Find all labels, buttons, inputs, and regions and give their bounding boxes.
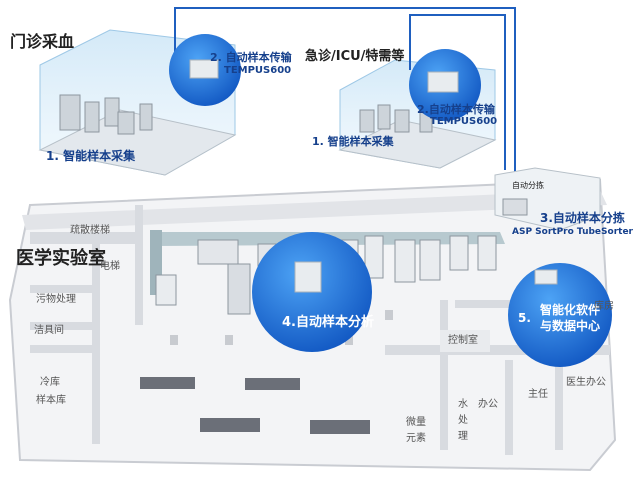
outpatient-transport-model: TEMPUS600 — [224, 66, 291, 76]
room-elevator: 电梯 — [100, 262, 120, 272]
emergency-title: 急诊/ICU/特需等 — [305, 50, 404, 63]
outpatient-transport-label: 2. 自动样本传输 — [210, 52, 292, 63]
room-warehouse: 库房 — [594, 302, 614, 312]
room-control: 控制室 — [448, 336, 478, 346]
emergency-transport-model: TEMPUS600 — [430, 117, 497, 127]
room-trace-2: 元素 — [406, 434, 426, 444]
sorting-model: ASP SortPro TubeSorter — [512, 228, 633, 237]
outpatient-collect-label: 1. 智能样本采集 — [46, 150, 135, 162]
room-trace: 微量 — [406, 418, 426, 428]
room-water: 水 — [458, 400, 468, 410]
software-label-2: 与数据中心 — [540, 320, 600, 332]
outpatient-title: 门诊采血 — [10, 34, 74, 50]
emergency-collect-label: 1. 智能样本采集 — [312, 136, 394, 147]
room-doctor: 医生办公 — [566, 378, 606, 388]
room-clean: 洁具间 — [34, 326, 64, 336]
software-label-1: 智能化软件 — [540, 304, 600, 316]
tempus-device — [428, 72, 458, 92]
sorter-tag: 自动分拣 — [512, 182, 544, 190]
emergency-transport-label: 2.自动样本传输 — [417, 104, 495, 115]
lab-bench — [245, 378, 300, 390]
room-waste: 污物处理 — [36, 295, 76, 305]
room-sample-store: 样本库 — [36, 396, 66, 406]
lab-bench — [140, 377, 195, 389]
workstation-device — [535, 270, 557, 284]
room-water-3: 理 — [458, 432, 468, 442]
software-number: 5. — [518, 312, 531, 324]
room-water-2: 处 — [458, 416, 468, 426]
lab-bench — [310, 420, 370, 434]
sorting-label: 3.自动样本分拣 — [540, 212, 625, 224]
room-stairs: 疏散楼梯 — [70, 226, 110, 236]
room-office: 办公 — [478, 400, 498, 410]
analysis-label: 4.自动样本分析 — [282, 316, 374, 329]
room-cold: 冷库 — [40, 378, 60, 388]
analyzer-device — [295, 262, 321, 292]
lab-bench — [200, 418, 260, 432]
room-director: 主任 — [528, 390, 548, 400]
lab-title: 医学实验室 — [16, 250, 106, 268]
